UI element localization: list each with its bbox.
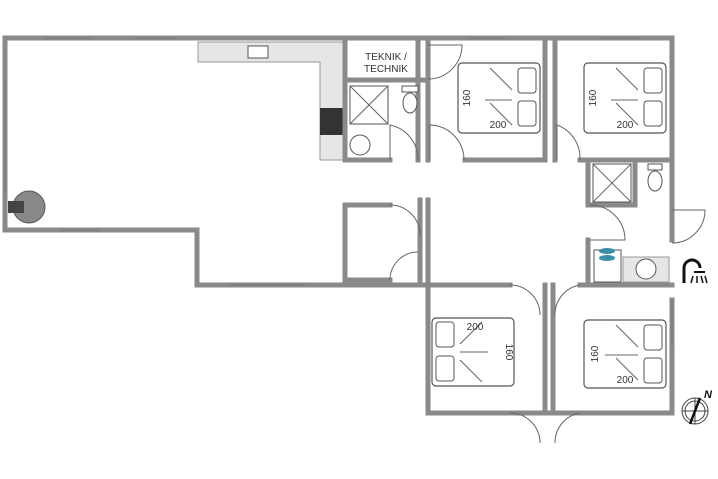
bed-length-label: 200 xyxy=(490,120,507,131)
compass-icon: N xyxy=(681,389,713,425)
double-bed-1: 160 200 xyxy=(457,62,541,134)
toilet-icon xyxy=(647,163,663,192)
shower-icon xyxy=(682,258,708,284)
shower-stall-icon xyxy=(592,163,632,203)
cooktop-icon xyxy=(320,108,345,135)
toilet-icon xyxy=(401,85,419,114)
doors xyxy=(389,44,706,444)
interior-walls xyxy=(342,35,675,416)
stove-icon xyxy=(8,190,46,224)
shower-stall-icon xyxy=(349,85,389,125)
washbasin-icon xyxy=(635,258,657,280)
bed-length-label: 200 xyxy=(617,120,634,131)
compass-north-label: N xyxy=(704,389,713,401)
bed-width-label: 160 xyxy=(590,345,601,362)
washer-dryer-icon xyxy=(593,248,622,283)
kitchen-sink-icon xyxy=(247,45,269,59)
exterior-walls xyxy=(2,35,675,416)
washbasin-icon xyxy=(349,134,371,156)
double-bed-4: 160 200 xyxy=(583,319,667,389)
bed-width-label: 160 xyxy=(503,344,514,361)
bed-length-label: 200 xyxy=(617,375,634,386)
double-bed-2: 160 200 xyxy=(583,62,667,134)
double-bed-3: 200 160 xyxy=(431,317,515,387)
windows xyxy=(4,37,673,345)
bed-width-label: 160 xyxy=(462,89,473,106)
kitchen-counter xyxy=(197,41,346,161)
bed-width-label: 160 xyxy=(588,89,599,106)
technik-label-line2: TECHNIK xyxy=(364,64,408,75)
technik-label-line1: TEKNIK / xyxy=(365,52,407,63)
bed-length-label: 200 xyxy=(467,322,484,333)
